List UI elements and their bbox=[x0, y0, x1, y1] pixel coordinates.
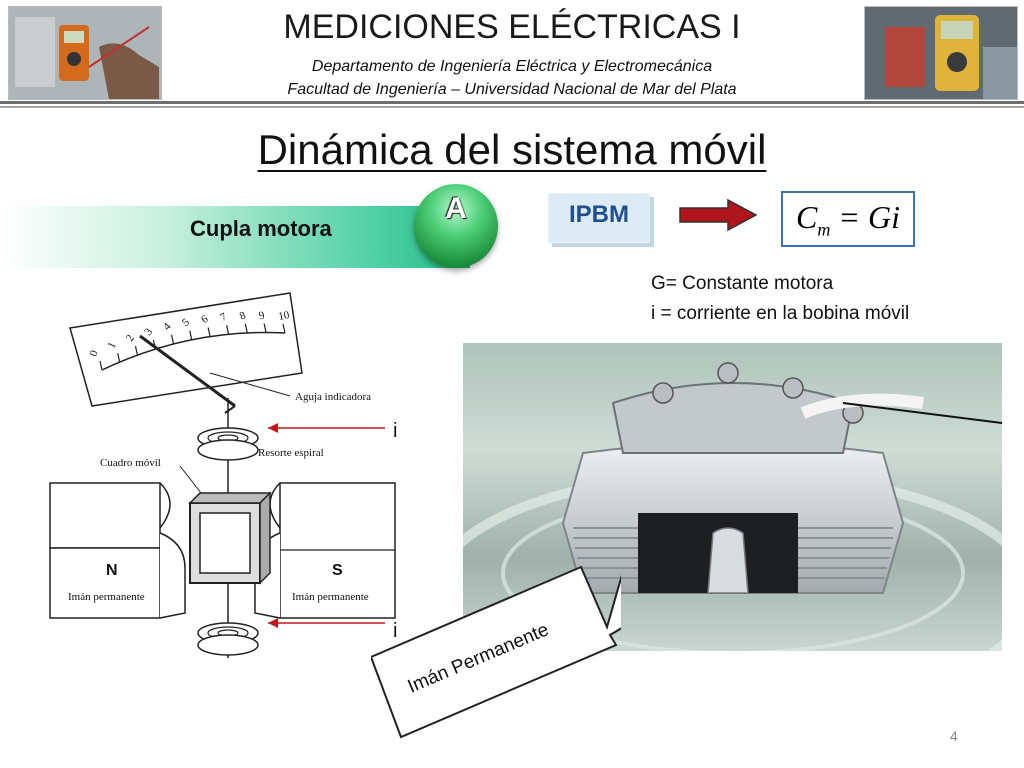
south-label: S bbox=[332, 562, 343, 579]
scale-tick bbox=[282, 323, 286, 334]
magnet-label-right: Imán permanente bbox=[292, 591, 369, 603]
course-title: MEDICIONES ELÉCTRICAS I bbox=[283, 8, 741, 46]
scale-tick bbox=[207, 327, 211, 337]
scale-number: 9 bbox=[258, 309, 267, 322]
multimeter-photo-right bbox=[864, 6, 1018, 100]
note-i: i = corriente en la bobina móvil bbox=[651, 303, 910, 324]
instrument-photo bbox=[463, 343, 1002, 651]
page-number: 4 bbox=[950, 728, 958, 744]
scale-tick bbox=[226, 325, 230, 335]
spring-label: Resorte espiral bbox=[258, 447, 324, 459]
ipbm-box: IPBM bbox=[548, 193, 650, 243]
faculty-subtitle: Facultad de Ingeniería – Universidad Nac… bbox=[287, 81, 737, 98]
cupla-label: Cupla motora bbox=[190, 216, 332, 241]
formula-rhs: = Gi bbox=[838, 199, 900, 235]
needle-label: Aguja indicadora bbox=[295, 391, 371, 403]
top-spring bbox=[197, 427, 259, 461]
formula-lhs: C bbox=[796, 199, 818, 235]
scale-tick bbox=[170, 334, 175, 345]
note-g: G= Constante motora bbox=[651, 273, 834, 294]
department-subtitle: Departamento de Ingeniería Eléctrica y E… bbox=[311, 58, 713, 75]
slide-title-wrap: Dinámica del sistema móvil bbox=[0, 126, 1024, 174]
scale-tick bbox=[117, 352, 121, 363]
scale-number: 0 bbox=[88, 348, 101, 358]
current-arrow-top bbox=[268, 423, 385, 433]
current-label-bottom: i bbox=[393, 620, 398, 642]
scale-tick bbox=[99, 360, 103, 371]
scale-card bbox=[69, 292, 303, 407]
scale-number: 7 bbox=[218, 310, 229, 323]
cupla-banner bbox=[0, 206, 470, 268]
scale-number: 8 bbox=[238, 309, 248, 322]
magnet-label-left: Imán permanente bbox=[68, 591, 145, 603]
bottom-spring bbox=[197, 622, 259, 656]
slide-title: Dinámica del sistema móvil bbox=[257, 126, 767, 173]
header-divider bbox=[0, 101, 1024, 104]
north-label: N bbox=[106, 562, 118, 579]
current-label-top: i bbox=[393, 420, 398, 442]
header-divider-thin bbox=[0, 106, 1024, 108]
formula-box: Cm = Gi bbox=[781, 191, 915, 247]
ipbm-label: IPBM bbox=[569, 201, 629, 228]
multimeter-photo-left bbox=[8, 6, 162, 100]
moving-coil bbox=[188, 491, 272, 585]
current-arrow-bottom bbox=[268, 618, 385, 628]
formula-text: Cm = Gi bbox=[783, 199, 913, 240]
badge-letter: A bbox=[445, 192, 467, 225]
scale-tick bbox=[263, 323, 267, 333]
scale-number: 1 bbox=[106, 340, 119, 350]
red-arrow-icon bbox=[679, 198, 758, 232]
needle bbox=[139, 334, 236, 408]
scale-number: 10 bbox=[277, 309, 290, 323]
magnet-north bbox=[49, 482, 186, 619]
scale-tick bbox=[134, 345, 139, 356]
scale-tick bbox=[189, 330, 193, 340]
scale-number: 6 bbox=[199, 313, 211, 326]
scale-tick bbox=[244, 323, 248, 334]
scale-number: 2 bbox=[124, 333, 137, 344]
magnet-callout: Imán Permanente bbox=[371, 565, 621, 739]
section-badge: A bbox=[414, 184, 498, 268]
coil-label: Cuadro móvil bbox=[100, 457, 161, 469]
formula-sub: m bbox=[817, 219, 831, 240]
